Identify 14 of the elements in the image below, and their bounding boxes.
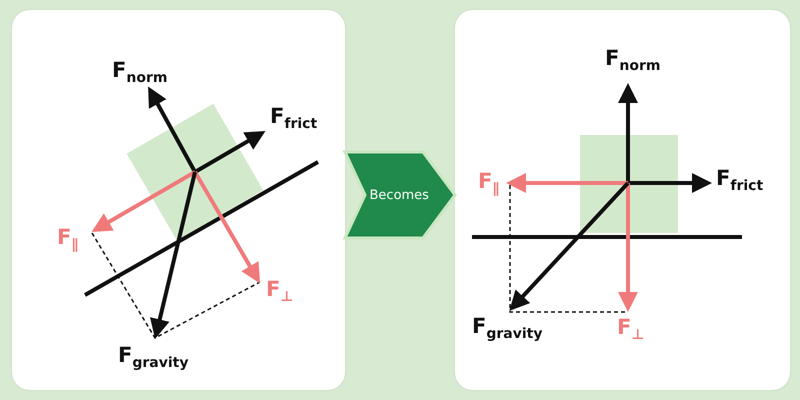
force-label: F$_{gravity}$	[118, 345, 188, 370]
force-label: F$_{gravity}$	[472, 316, 542, 342]
force-label: F$_{frict}$	[270, 106, 318, 132]
edge-label: Becomes	[370, 188, 429, 202]
panel-card	[12, 10, 345, 390]
force-label: F$_{⊥}$	[266, 279, 294, 304]
force-label: F$_{⊥}$	[617, 317, 644, 342]
panel-card	[455, 10, 790, 390]
force-label: F$_{∥}$	[57, 227, 78, 252]
force-label: F$_{norm}$	[112, 60, 168, 86]
force-label: F$_{∥}$	[478, 171, 500, 196]
double-chevron-arrow	[342, 150, 457, 240]
force-label: F$_{frict}$	[716, 168, 764, 194]
force-label: F$_{norm}$	[605, 48, 660, 74]
